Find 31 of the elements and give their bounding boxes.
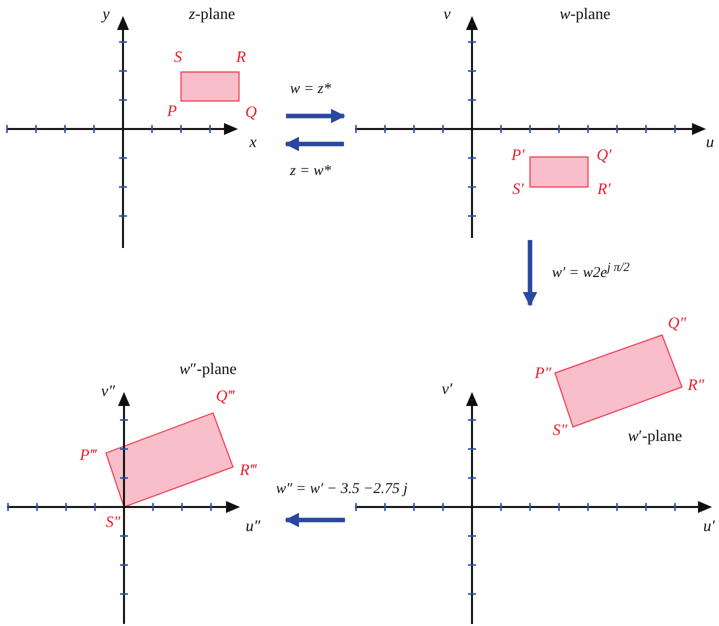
vertex-label: P″ [534, 366, 552, 382]
plane-title: w″-plane [179, 361, 237, 379]
arrow [522, 240, 538, 306]
vertex-label: R‴ [240, 463, 256, 479]
edge-label: w″ = w′ − 3.5 −2.75 j [276, 481, 408, 498]
axis-label: v′ [442, 382, 452, 398]
vertex-label: Q′ [596, 148, 612, 164]
plane-title: w-plane [560, 6, 610, 24]
plane-title: w′-plane [628, 428, 682, 446]
axis-label: u [706, 135, 714, 151]
axis-label: x [249, 135, 257, 151]
vertex-label: R [236, 50, 246, 66]
vertex-label: R″ [688, 378, 704, 394]
axis-label: v″ [101, 384, 115, 400]
vertex-label: S″ [106, 515, 120, 531]
arrow [286, 108, 346, 124]
plane-title: z-plane [188, 6, 236, 24]
vertex-label: P′ [511, 148, 525, 164]
axis-label: y [102, 7, 110, 23]
vertex-label: P‴ [80, 448, 96, 464]
vertex-label: S′ [512, 182, 524, 198]
vertex-label: S″ [552, 423, 568, 439]
vertex-label: S [174, 50, 182, 66]
vertex-label: R′ [597, 182, 611, 198]
axis-label: u′ [703, 519, 715, 535]
vertex-label: Q‴ [216, 389, 234, 405]
arrow [284, 512, 345, 528]
axis-label: v [443, 7, 451, 23]
vertex-label: P [167, 104, 177, 120]
arrow [284, 136, 344, 152]
axis-label: u″ [246, 519, 260, 535]
